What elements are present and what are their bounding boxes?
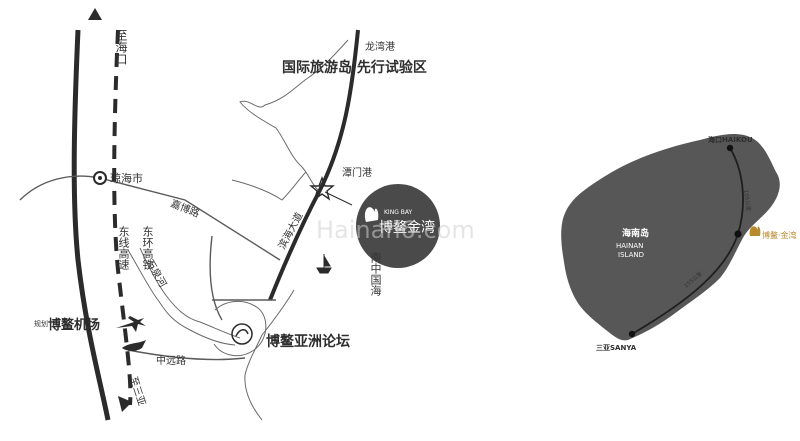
- zhongyuan-road-label: 中远路: [156, 354, 186, 367]
- route-line: [631, 147, 744, 335]
- project-logo-en: KING BAY: [384, 209, 413, 216]
- binhai-road-line: [268, 29, 360, 301]
- sanya-label: 三亚SANYA: [596, 344, 637, 352]
- project-callout-circle: [356, 184, 440, 268]
- feeder-road-line: [209, 235, 223, 321]
- callout-line: [324, 191, 353, 206]
- forum-logo-icon: [231, 323, 253, 345]
- city-road-line: [19, 175, 101, 201]
- sanya-marker: [628, 330, 636, 338]
- project-logo-cn: 博鳌金湾: [379, 219, 435, 236]
- watermark: Hainan6.com: [316, 216, 475, 244]
- airport-prefix: 规划: [34, 319, 48, 328]
- city-marker-dot: [98, 176, 102, 180]
- project-star-icon: [309, 176, 335, 201]
- wanquan-river-label: 万泉河: [143, 257, 169, 289]
- sea-label: 南中国海: [338, 252, 382, 297]
- project-logo-icon: [364, 207, 379, 222]
- sea-label-text: 南中国海: [338, 252, 382, 297]
- jiabo-road-line: [99, 177, 281, 261]
- haikou-marker: [726, 144, 734, 152]
- airport-label: 博鳌机场: [48, 317, 100, 333]
- port-longwan: 龙湾港: [365, 40, 395, 53]
- forum-logo-mark: [235, 329, 249, 337]
- hainan-island-shape: [561, 134, 780, 341]
- south-arrow-icon: [118, 396, 132, 412]
- north-arrow-icon: [88, 8, 102, 20]
- city-label: 琼海市: [110, 171, 143, 185]
- airport-plane-icon: [116, 316, 146, 332]
- north-label-text: 至海口: [92, 29, 128, 65]
- railway-line: [112, 29, 133, 406]
- port-tanmen: 潭门港: [342, 166, 372, 179]
- wanquan-river-bank: [139, 247, 241, 339]
- coastline-inner: [213, 301, 267, 357]
- region-title: 国际旅游岛 先行试验区: [282, 59, 427, 76]
- distance-north: 105公里: [742, 189, 752, 212]
- boao-marker: [734, 230, 742, 238]
- coastline-south: [244, 289, 295, 421]
- haikou-label: 海口HAIKOU: [708, 135, 753, 144]
- island-label-cn: 海南岛: [622, 227, 649, 239]
- island-label-en-2: ISLAND: [618, 251, 644, 259]
- north-label: 至海口: [92, 29, 128, 65]
- gold-logo-label: 博鳌·金湾: [762, 230, 797, 240]
- wanquan-river: [127, 249, 236, 346]
- island-label-en-1: HAINAN: [616, 242, 643, 250]
- expressway-line: [71, 29, 111, 421]
- gold-logo-icon: [749, 226, 761, 236]
- forum-label: 博鳌亚洲论坛: [266, 333, 350, 350]
- coastline-north: [239, 39, 349, 191]
- waves-icon: [122, 340, 146, 351]
- ship-icon: [316, 254, 332, 274]
- zhongyuan-road-line: [127, 349, 246, 361]
- coastline-west: [231, 171, 307, 201]
